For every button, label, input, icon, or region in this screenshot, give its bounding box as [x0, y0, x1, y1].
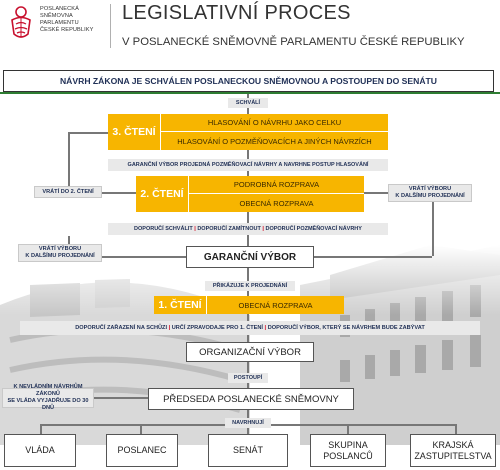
- first-reading-label: 1. ČTENÍ: [158, 299, 202, 311]
- committee-recommendation-label: DOPORUČÍ SCHVÁLIT | DOPORUČÍ ZAMÍTNOUT |…: [108, 223, 388, 235]
- submit-proposals-label: NAVRHNUJÍ: [225, 418, 271, 428]
- tag-line: VRÁTÍ VÝBORU: [408, 186, 452, 193]
- third-reading-item: HLASOVÁNÍ O NÁVRHU JAKO CELKU: [160, 114, 388, 132]
- proposer-regional-assemblies: KRAJSKÁ ZASTUPITELSTVA: [410, 434, 496, 467]
- approved-and-forwarded-box: NÁVRH ZÁKONA JE SCHVÁLEN POSLANECKOU SNĚ…: [3, 70, 494, 92]
- logo-text-line: ČESKÉ REPUBLIKY: [40, 27, 94, 33]
- logo-text-line: PARLAMENTU: [40, 20, 79, 26]
- proposer-label: SKUPINA: [328, 440, 368, 451]
- approves-label: SCHVÁLÍ: [228, 98, 268, 108]
- proposer-senate: SENÁT: [208, 434, 288, 467]
- logo-text-line: SNĚMOVNA: [40, 13, 73, 19]
- return-to-committee-tag-right: VRÁTÍ VÝBORU K DALŠÍMU PROJEDNÁNÍ: [388, 184, 472, 202]
- proposer-government: VLÁDA: [4, 434, 76, 467]
- page-subtitle: V POSLANECKÉ SNĚMOVNĚ PARLAMENTU ČESKÉ R…: [122, 36, 465, 48]
- organizing-committee-recommendation-label: DOPORUČÍ ZAŘAZENÍ NA SCHŮZI | URČÍ ZPRAV…: [20, 321, 480, 335]
- logo-text-line: POSLANECKÁ: [40, 6, 79, 12]
- second-reading-item: PODROBNÁ ROZPRAVA: [188, 176, 364, 194]
- connector-line: [432, 192, 434, 256]
- connector-line: [347, 424, 349, 434]
- recommend-approve: DOPORUČÍ SCHVÁLIT: [134, 226, 193, 232]
- proposer-label: ZASTUPITELSTVA: [414, 450, 492, 461]
- return-to-committee-tag-left: VRÁTÍ VÝBORU K DALŠÍMU PROJEDNÁNÍ: [18, 244, 102, 262]
- proposer-label: SENÁT: [232, 445, 263, 456]
- third-reading-box: 3. ČTENÍ HLASOVÁNÍ O NÁVRHU JAKO CELKU H…: [108, 114, 388, 150]
- header-divider: [110, 4, 111, 48]
- third-reading-item: HLASOVÁNÍ O POZMĚŇOVACÍCH A JINÝCH NÁVRZ…: [160, 132, 388, 150]
- third-reading-label: 3. ČTENÍ: [112, 126, 156, 138]
- committee-voting-procedure-label: GARANČNÍ VÝBOR PROJEDNÁ POZMĚŇOVACÍ NÁVR…: [108, 159, 388, 171]
- connector-line: [247, 424, 249, 434]
- government-deadline-tag: K NEVLÁDNÍM NÁVRHŮM ZÁKONŮ SE VLÁDA VYJA…: [2, 384, 94, 411]
- proposer-label: VLÁDA: [25, 445, 55, 456]
- assign-rapporteur: URČÍ ZPRAVODAJE PRO 1. ČTENÍ: [171, 325, 263, 331]
- recommend-schedule: DOPORUČÍ ZAŘAZENÍ NA SCHŮZI: [75, 325, 168, 331]
- connector-line: [68, 192, 136, 194]
- first-reading-item: OBECNÁ ROZPRAVA: [206, 296, 344, 314]
- recommend-committee: DOPORUČÍ VÝBOR, KTERÝ SE NÁVRHEM BUDE ZA…: [267, 325, 425, 331]
- proposer-label: POSLANCŮ: [323, 450, 373, 461]
- second-reading-label: 2. ČTENÍ: [140, 188, 184, 200]
- recommend-reject: DOPORUČÍ ZAMÍTNOUT: [197, 226, 261, 232]
- tag-line: K NEVLÁDNÍM NÁVRHŮM ZÁKONŮ: [13, 384, 83, 398]
- first-reading-box: 1. ČTENÍ OBECNÁ ROZPRAVA: [154, 296, 344, 314]
- parliament-lion-emblem-icon: [11, 6, 31, 38]
- separator: |: [263, 325, 268, 331]
- connector-line: [140, 424, 142, 434]
- proposer-label: KRAJSKÁ: [432, 440, 474, 451]
- separator: |: [192, 226, 198, 232]
- tag-line: SE VLÁDA VYJADŘUJE DO 30 DNŮ: [7, 398, 89, 411]
- tag-line: K DALŠÍMU PROJEDNÁNÍ: [25, 253, 95, 259]
- connector-line: [68, 256, 186, 258]
- assigns-for-discussion-label: PŘIKÁZUJE K PROJEDNÁNÍ: [205, 281, 295, 291]
- chamber-chairman-box: PŘEDSEDA POSLANECKÉ SNĚMOVNY: [148, 388, 354, 410]
- connector-line: [68, 132, 70, 192]
- tag-line: K DALŠÍMU PROJEDNÁNÍ: [395, 193, 465, 199]
- recommend-amendments: DOPORUČÍ POZMĚŇOVACÍ NÁVRHY: [265, 226, 362, 232]
- separator: |: [167, 325, 172, 331]
- return-to-second-reading-tag: VRÁTÍ DO 2. ČTENÍ: [34, 186, 102, 198]
- connector-line: [68, 132, 108, 134]
- forwards-label: POSTOUPÍ: [228, 373, 268, 383]
- connector-line: [40, 424, 42, 434]
- organizing-committee-box: ORGANIZAČNÍ VÝBOR: [186, 342, 314, 362]
- second-reading-box: 2. ČTENÍ PODROBNÁ ROZPRAVA OBECNÁ ROZPRA…: [136, 176, 364, 212]
- connector-line: [455, 424, 457, 434]
- connector-line: [247, 410, 249, 424]
- proposer-deputy: POSLANEC: [106, 434, 178, 467]
- second-reading-item: OBECNÁ ROZPRAVA: [188, 194, 364, 212]
- green-underline: [0, 92, 500, 94]
- connector-line: [314, 256, 432, 258]
- tag-line: VRÁTÍ VÝBORU: [38, 246, 82, 253]
- separator: |: [260, 226, 266, 232]
- connector-line: [94, 397, 148, 399]
- proposer-label: POSLANEC: [117, 445, 167, 456]
- proposer-group-of-deputies: SKUPINA POSLANCŮ: [310, 434, 386, 467]
- page-title: LEGISLATIVNÍ PROCES: [122, 2, 351, 24]
- guarantee-committee-box: GARANČNÍ VÝBOR: [186, 246, 314, 268]
